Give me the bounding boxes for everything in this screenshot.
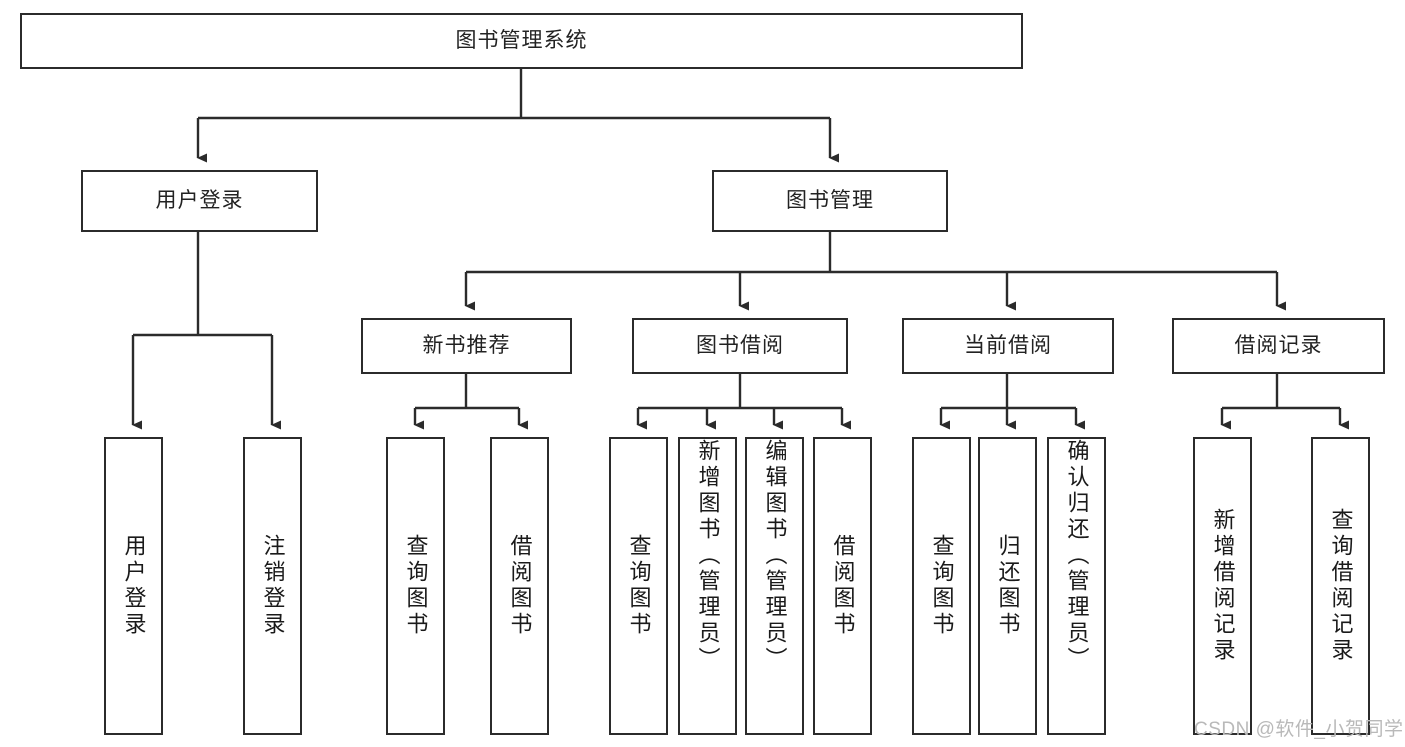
leaf-return-book[interactable]: 归还图书 — [978, 437, 1037, 735]
leaf-borrow-book-1-label: 借阅图书 — [507, 534, 533, 638]
node-root-system[interactable]: 图书管理系统 — [20, 13, 1023, 69]
leaf-add-book[interactable]: 新增图书（管理员） — [678, 437, 737, 735]
connector-group-user-login — [131, 232, 281, 430]
leaf-return-book-label: 归还图书 — [995, 534, 1021, 638]
leaf-logout-login[interactable]: 注销登录 — [243, 437, 302, 735]
leaf-query-book-3[interactable]: 查询图书 — [912, 437, 971, 735]
leaf-borrow-book-1[interactable]: 借阅图书 — [490, 437, 549, 735]
node-borrow-record-label: 借阅记录 — [1234, 333, 1323, 357]
leaf-query-record-label: 查询借阅记录 — [1328, 508, 1354, 664]
node-book-manage[interactable]: 图书管理 — [712, 170, 948, 232]
node-book-borrow-label: 图书借阅 — [696, 333, 784, 357]
node-root-label: 图书管理系统 — [455, 28, 588, 52]
connector-group-current-borrow — [939, 374, 1085, 430]
leaf-add-book-label: 新增图书（管理员） — [695, 439, 721, 673]
leaf-query-record[interactable]: 查询借阅记录 — [1311, 437, 1370, 735]
node-user-login-label: 用户登录 — [155, 188, 244, 212]
node-user-login[interactable]: 用户登录 — [81, 170, 318, 232]
leaf-edit-book[interactable]: 编辑图书（管理员） — [745, 437, 804, 735]
leaf-query-book-2-label: 查询图书 — [626, 534, 652, 638]
leaf-borrow-book-2-label: 借阅图书 — [830, 534, 856, 638]
leaf-edit-book-label: 编辑图书（管理员） — [762, 439, 788, 673]
leaf-add-record[interactable]: 新增借阅记录 — [1193, 437, 1252, 735]
node-current-borrow-label: 当前借阅 — [964, 333, 1052, 357]
leaf-query-book-1[interactable]: 查询图书 — [386, 437, 445, 735]
node-new-book-recommend[interactable]: 新书推荐 — [361, 318, 572, 374]
leaf-logout-login-label: 注销登录 — [260, 534, 286, 638]
leaf-query-book-3-label: 查询图书 — [929, 534, 955, 638]
connector-group-book-manage — [464, 232, 1286, 311]
node-current-borrow[interactable]: 当前借阅 — [902, 318, 1114, 374]
connector-group-borrow-record — [1220, 374, 1349, 430]
leaf-user-login-label: 用户登录 — [121, 534, 147, 638]
node-book-manage-label: 图书管理 — [786, 188, 874, 212]
leaf-add-record-label: 新增借阅记录 — [1210, 508, 1236, 664]
leaf-user-login[interactable]: 用户登录 — [104, 437, 163, 735]
connector-group-book-borrow — [636, 374, 851, 430]
leaf-query-book-2[interactable]: 查询图书 — [609, 437, 668, 735]
leaf-confirm-return-label: 确认归还（管理员） — [1064, 439, 1090, 673]
node-borrow-record[interactable]: 借阅记录 — [1172, 318, 1385, 374]
connector-group-new-book-recommend — [413, 374, 528, 430]
node-book-borrow[interactable]: 图书借阅 — [632, 318, 848, 374]
leaf-borrow-book-2[interactable]: 借阅图书 — [813, 437, 872, 735]
connector-group-root — [196, 68, 839, 163]
node-new-book-recommend-label: 新书推荐 — [422, 333, 511, 357]
leaf-query-book-1-label: 查询图书 — [403, 534, 429, 638]
leaf-confirm-return[interactable]: 确认归还（管理员） — [1047, 437, 1106, 735]
